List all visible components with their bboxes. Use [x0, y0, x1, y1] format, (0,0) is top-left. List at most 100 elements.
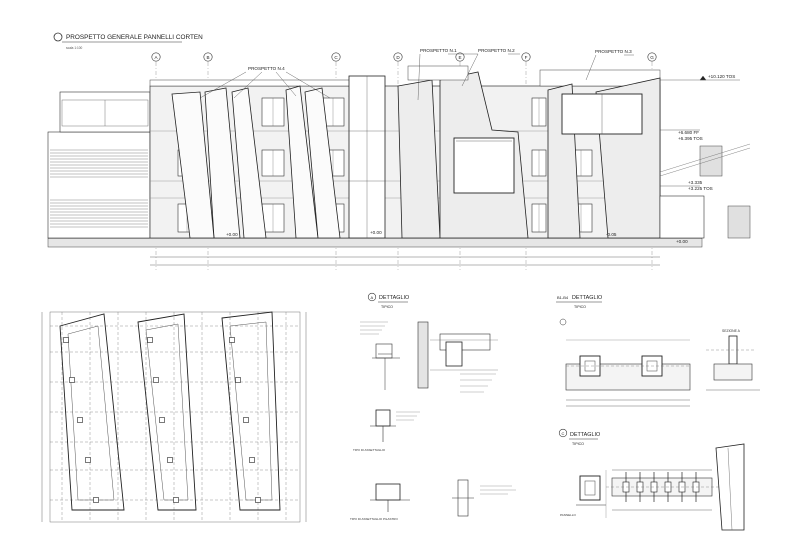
level-3335: +3.335 — [688, 180, 703, 185]
detail-a2-caption: TIPO DI ASSETTAGLIO — [353, 448, 386, 452]
detail-a2-plate — [375, 409, 391, 427]
corten-panel-4a — [204, 87, 241, 239]
panel-2-window — [453, 137, 515, 194]
axis-bubble-3 — [331, 52, 341, 62]
axis-label-5: E — [458, 55, 461, 60]
detail-b-number: B1-B4 — [557, 295, 569, 300]
detail-a-subtitle: TIPICO — [381, 305, 393, 309]
structure-node — [255, 497, 261, 503]
structure-node — [69, 377, 75, 383]
prospetto-3-label: PROSPETTO N.3 — [595, 49, 632, 54]
axis-bubble-7 — [647, 52, 657, 62]
sheet-scale: scala 1:100 — [66, 46, 83, 50]
detail-b: B1-B4 DETTAGLIO TIPICO SEZIONE A — [556, 295, 760, 407]
corten-panel-group-4 — [171, 85, 341, 239]
detail-c-box-inner — [584, 480, 596, 496]
detail-c: C DETTAGLIO TIPICO PANNELLO — [558, 428, 745, 531]
structure-grid — [50, 312, 300, 522]
detail-a-number: A — [371, 295, 374, 300]
roof-upstand-2 — [407, 65, 469, 81]
detail-a-bubble — [367, 292, 377, 302]
structure-node — [173, 497, 179, 503]
prospetto-4-label: PROSPETTO N.4 — [248, 66, 285, 71]
axis-label-1: A — [154, 55, 158, 60]
structure-node — [153, 377, 159, 383]
existing-building-left — [47, 91, 151, 239]
structure-panel-a-inner — [67, 325, 115, 501]
axis-bubble-2 — [203, 52, 213, 62]
level-3225-tos: +3.225 TOS — [688, 186, 713, 191]
detail-c-title: DETTAGLIO — [570, 432, 600, 438]
level-markers: +10.120 TOS +6.680 FF +6.395 TOS +3.335 … — [226, 74, 735, 244]
detail-a-column — [417, 321, 429, 389]
detail-c-subtitle: TIPICO — [572, 442, 584, 446]
detail-c-bubble — [558, 428, 568, 438]
detail-c-box — [579, 475, 601, 501]
detail-a-plate — [445, 341, 463, 367]
detail-a3-caption: TIPO DI ASSETTAGLIO PILASTRO — [350, 517, 398, 521]
title-marker-circle — [53, 32, 63, 42]
structure-node — [167, 457, 173, 463]
detail-b-box-1-inner — [584, 360, 596, 372]
structure-node — [159, 417, 165, 423]
axis-bubble-1 — [151, 52, 161, 62]
structure-node — [147, 337, 153, 343]
axis-label-4: D — [396, 55, 400, 60]
level-ground-2: +0.00 — [370, 230, 382, 235]
prospetto-labels: PROSPETTO N.4 PROSPETTO N.1 PROSPETTO N.… — [248, 48, 632, 71]
structure-node — [63, 337, 69, 343]
prospetto-2-label: PROSPETTO N.2 — [478, 48, 515, 53]
corten-panel-4b — [231, 87, 267, 239]
level-ground-4: +0.00 — [676, 239, 688, 244]
structure-node — [229, 337, 235, 343]
structure-node — [77, 417, 83, 423]
detail-b-section-label: SEZIONE A — [722, 329, 741, 333]
corten-panel-4e — [171, 91, 215, 239]
detail-b-subtitle: TIPICO — [574, 305, 586, 309]
level-tos-2: +6.395 TOS — [678, 136, 703, 141]
sheet-title: PROSPETTO GENERALE PANNELLI CORTEN — [66, 34, 203, 41]
axis-bubble-4 — [393, 52, 403, 62]
structure-frame — [49, 311, 301, 523]
detail-b-title: DETTAGLIO — [572, 295, 602, 301]
axis-bubble-5 — [455, 52, 465, 62]
structure-panel-c — [221, 311, 281, 511]
detail-a-title: DETTAGLIO — [379, 295, 409, 301]
prospetto-leaders — [199, 53, 634, 101]
axis-label-7: G — [650, 55, 654, 60]
structure-panel-a — [59, 313, 125, 511]
corten-panel-4d — [304, 87, 341, 239]
structure-nodes — [63, 337, 261, 503]
detail-c-caption: PANNELLO — [560, 513, 576, 517]
structure-panel-b — [137, 313, 197, 511]
structure-node — [235, 377, 241, 383]
structure-node — [249, 457, 255, 463]
axis-label-6: F — [525, 55, 528, 60]
level-ff: +6.680 FF — [678, 130, 699, 135]
level-ground-1: +0.00 — [226, 232, 238, 237]
structure-node — [85, 457, 91, 463]
foundation-strip — [47, 237, 703, 248]
structure-panel-c-inner — [229, 321, 273, 501]
structure-node — [243, 417, 249, 423]
detail-a-annotations — [360, 321, 496, 421]
detail-b-section-base — [713, 363, 753, 381]
detail-c-number: C — [562, 431, 565, 436]
detail-a4-notes — [480, 485, 516, 495]
detail-a3-plate — [375, 483, 401, 501]
annex-right — [659, 143, 751, 239]
axis-label-2: B — [206, 55, 209, 60]
level-ground-3: -0.05 — [606, 232, 617, 237]
panel-structure-elevation — [41, 311, 307, 523]
detail-a-bolt-box — [375, 343, 393, 359]
stair-tower — [348, 75, 386, 239]
structure-panel-b-inner — [145, 323, 189, 501]
level-top-tos: +10.120 TOS — [708, 74, 735, 79]
structure-node — [93, 497, 99, 503]
level-triangle-top — [699, 75, 707, 81]
axis-bubble-6 — [521, 52, 531, 62]
detail-a: A DETTAGLIO TIPICO TIPO DI ASSETTAGLIO T… — [350, 292, 516, 521]
